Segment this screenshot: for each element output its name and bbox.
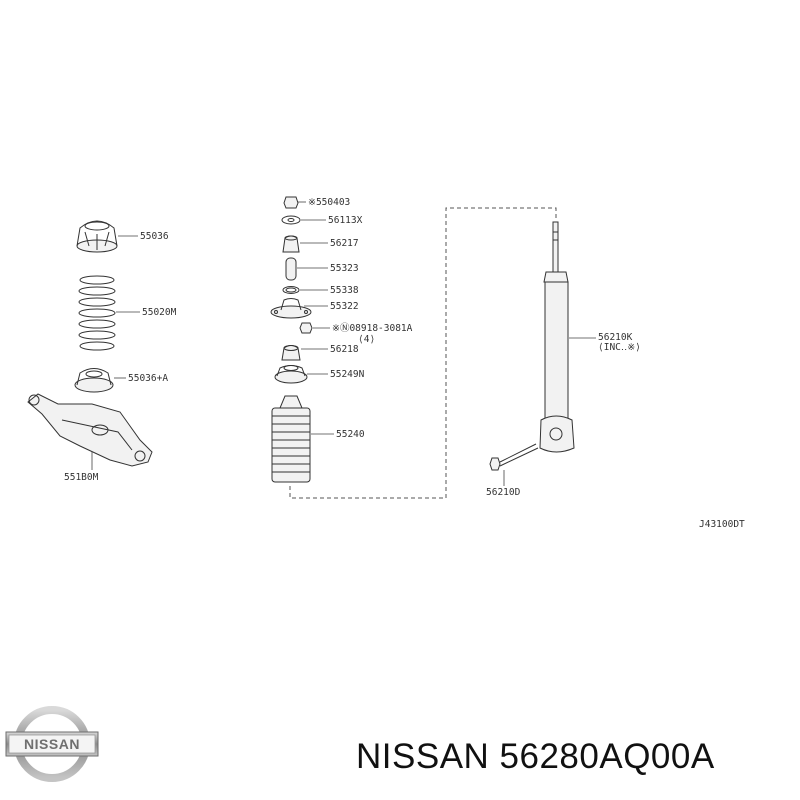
label-56218: 56218 <box>330 344 359 355</box>
label-08918-qty: ⟨4⟩ <box>358 334 375 345</box>
bushing-56217-drawing <box>282 235 300 253</box>
label-55036a: 55036+A <box>128 373 168 384</box>
label-08918: ※Ⓝ08918-3081A <box>332 323 413 334</box>
label-55323: 55323 <box>330 263 359 274</box>
seat-55249n-drawing <box>274 365 308 384</box>
bolt-56210d-drawing <box>489 443 539 471</box>
washer-56113x-drawing <box>281 215 301 225</box>
product-title: NISSAN 56280AQ00A <box>356 737 715 776</box>
label-55249n: 55249N <box>330 369 365 380</box>
label-55240: 55240 <box>336 429 365 440</box>
shock-absorber-drawing <box>539 221 575 453</box>
label-56217: 56217 <box>330 238 359 249</box>
logo-wordmark: NISSAN <box>24 736 80 752</box>
upper-spring-seat-drawing <box>76 220 118 253</box>
assembly-bracket <box>289 207 557 499</box>
label-55338: 55338 <box>330 285 359 296</box>
bushing-56218-drawing <box>281 345 301 361</box>
label-55036: 55036 <box>140 231 169 242</box>
label-551b0m: 551B0M <box>64 472 99 483</box>
label-56210d: 56210D <box>486 487 521 498</box>
nut-08918-drawing <box>299 322 313 334</box>
label-55322: 55322 <box>330 301 359 312</box>
coil-spring-drawing <box>78 275 116 351</box>
diagram-code: J43100DT <box>699 519 745 530</box>
lower-spring-seat-drawing <box>74 368 114 393</box>
label-56210k: 56210K <box>598 332 633 343</box>
mount-plate-55322-drawing <box>270 298 312 319</box>
lower-link-arm-drawing <box>27 393 153 467</box>
nissan-logo: NISSAN <box>5 706 99 782</box>
label-550403: ※550403 <box>308 197 350 208</box>
nut-550403-drawing <box>283 196 299 209</box>
label-56113x: 56113X <box>328 215 363 226</box>
label-56210k-sub: ⟨INC‥※⟩ <box>598 342 641 353</box>
bellows-55240-drawing <box>271 395 311 483</box>
sleeve-55323-drawing <box>285 257 297 281</box>
label-55020m: 55020M <box>142 307 177 318</box>
ring-55338-drawing <box>282 286 300 294</box>
